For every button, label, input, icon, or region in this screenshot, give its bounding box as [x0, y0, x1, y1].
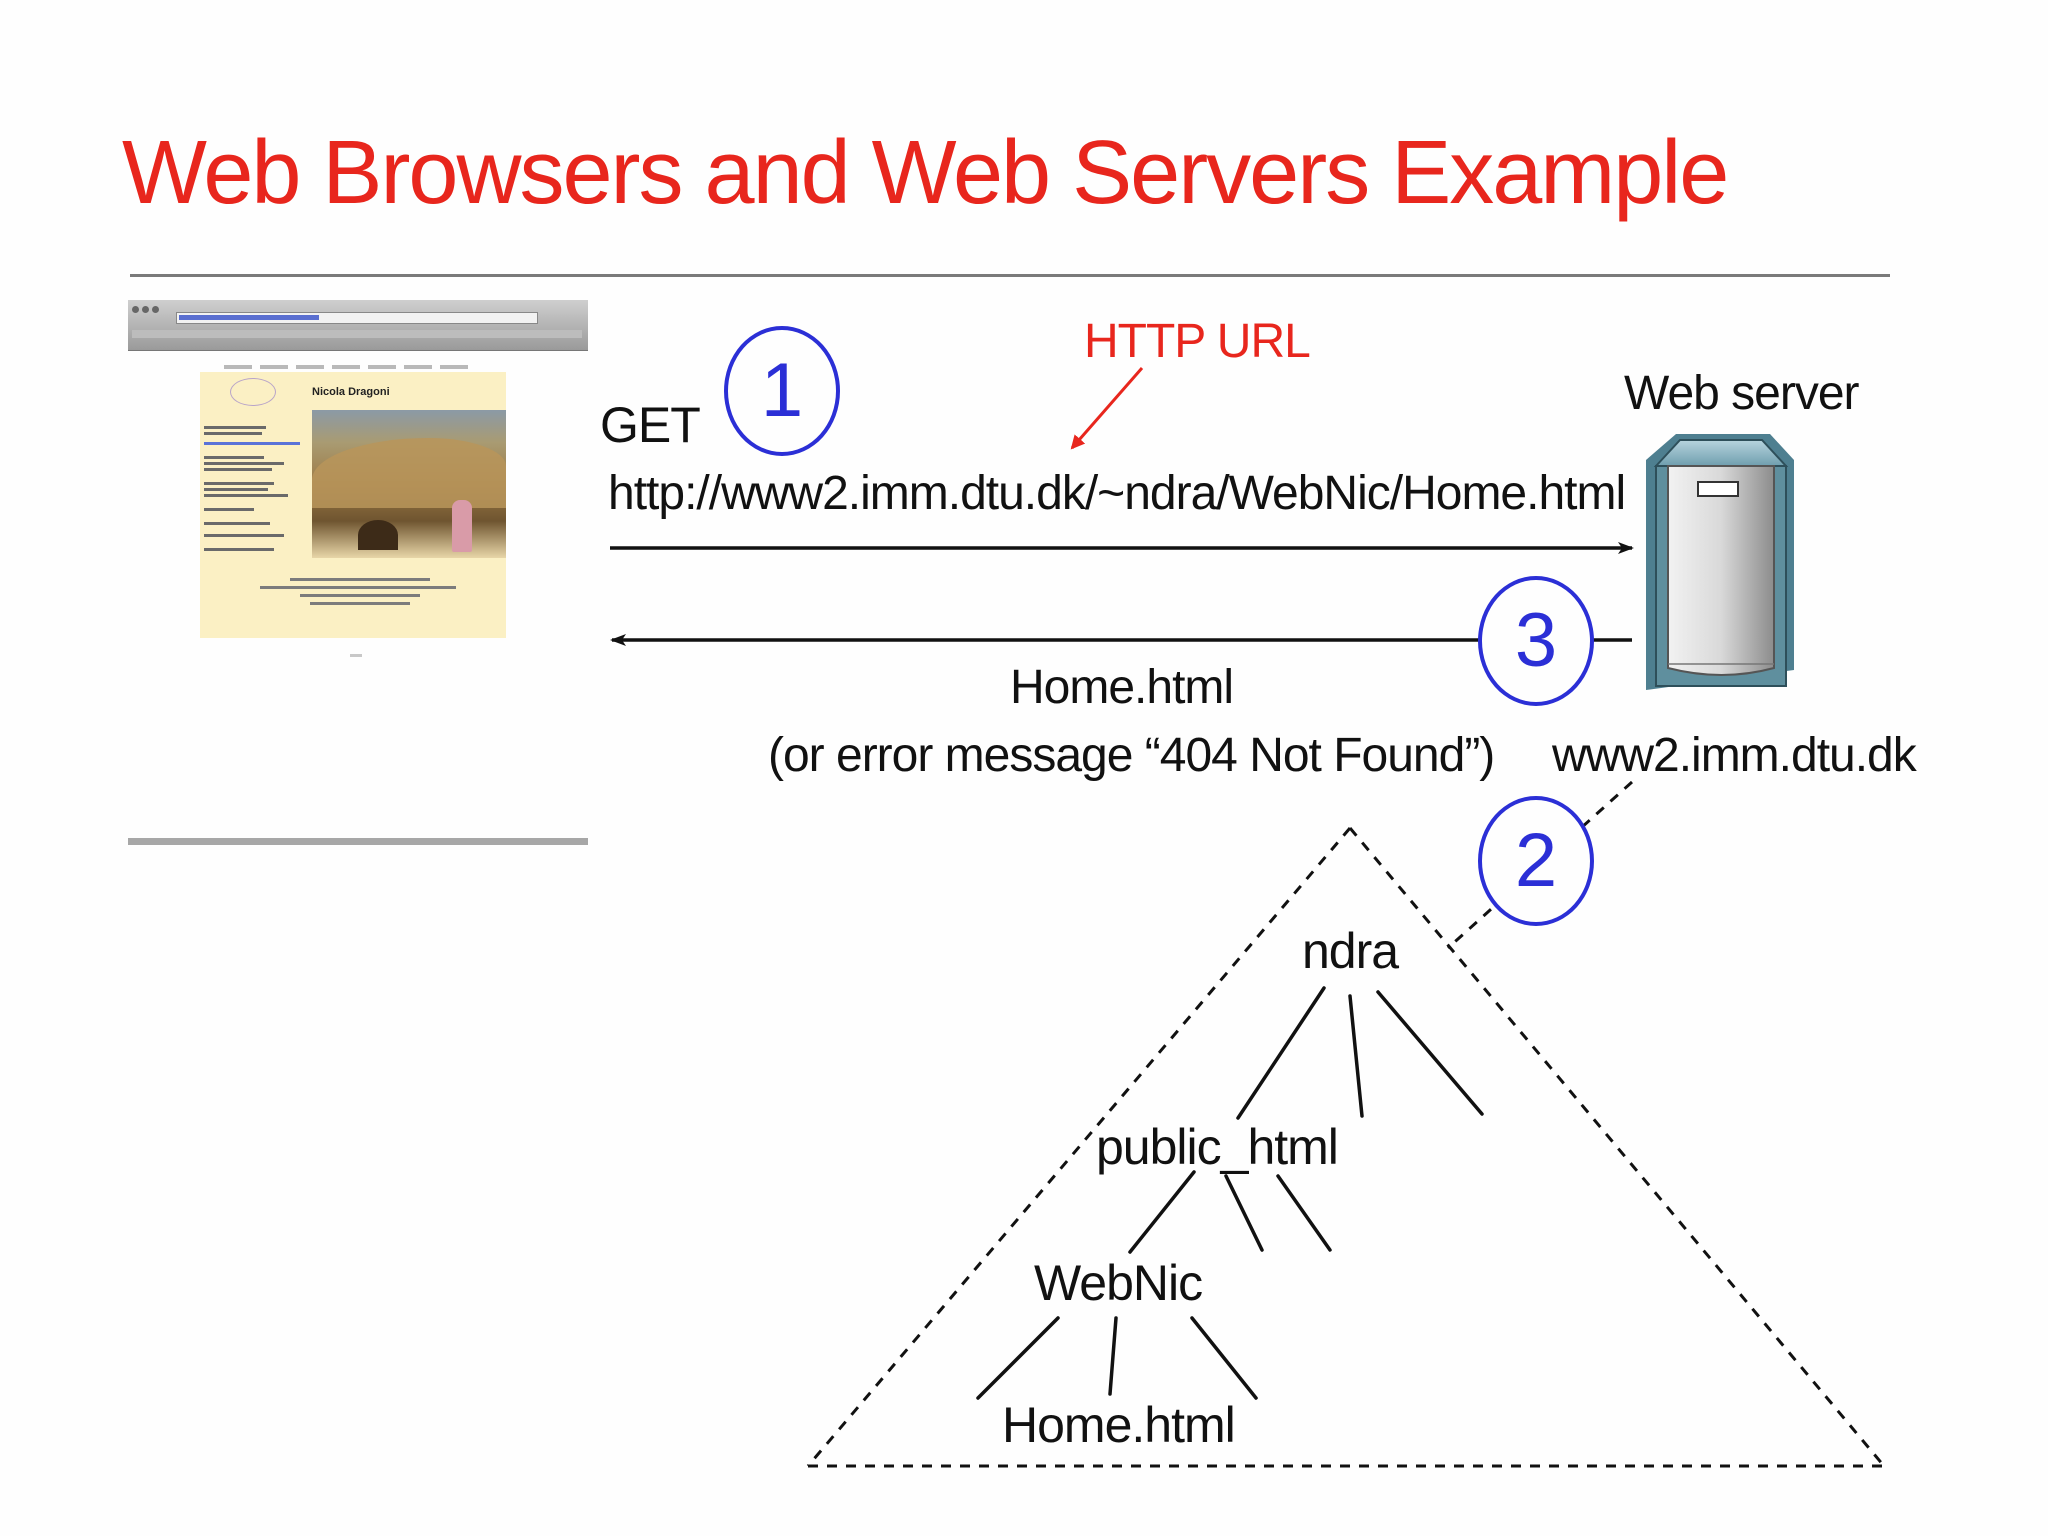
site-logo-icon [230, 378, 276, 406]
server-hostname: www2.imm.dtu.dk [1552, 729, 1917, 782]
http-url-pointer [1070, 367, 1144, 450]
tree-node-public-html: public_html [1096, 1119, 1339, 1175]
window-button-icon [132, 306, 139, 313]
site-photo [312, 410, 506, 558]
site-name: Nicola Dragoni [312, 386, 390, 398]
browser-toolbar [128, 300, 588, 351]
tree-node-webnic: WebNic [1034, 1255, 1203, 1311]
request-method: GET [600, 397, 701, 453]
title-divider [130, 274, 1890, 277]
address-bar [176, 312, 538, 324]
site-navigation [224, 356, 524, 369]
step-3-badge: 3 [1478, 576, 1594, 706]
bookmarks-bar [132, 330, 582, 338]
window-button-icon [142, 306, 149, 313]
web-server-icon [1646, 434, 1794, 690]
response-file: Home.html [1010, 661, 1234, 714]
web-server-label: Web server [1624, 367, 1860, 420]
step-2-badge: 2 [1478, 796, 1594, 926]
request-url: http://www2.imm.dtu.dk/~ndra/WebNic/Home… [608, 467, 1626, 520]
http-url-annotation: HTTP URL [1084, 315, 1311, 368]
tree-node-home-html: Home.html [1002, 1397, 1236, 1453]
window-button-icon [152, 306, 159, 313]
tree-node-ndra: ndra [1302, 923, 1399, 979]
step-1-badge: 1 [724, 326, 840, 456]
browser-screenshot: Nicola Dragoni [128, 300, 588, 680]
slide-title: Web Browsers and Web Servers Example [122, 123, 1729, 223]
directory-tree-edges [976, 986, 1484, 1400]
response-error-alternative: (or error message “404 Not Found”) [768, 729, 1495, 782]
website-page: Nicola Dragoni [200, 372, 506, 638]
browser-divider [128, 838, 588, 845]
directory-tree-boundary [806, 827, 1886, 1468]
